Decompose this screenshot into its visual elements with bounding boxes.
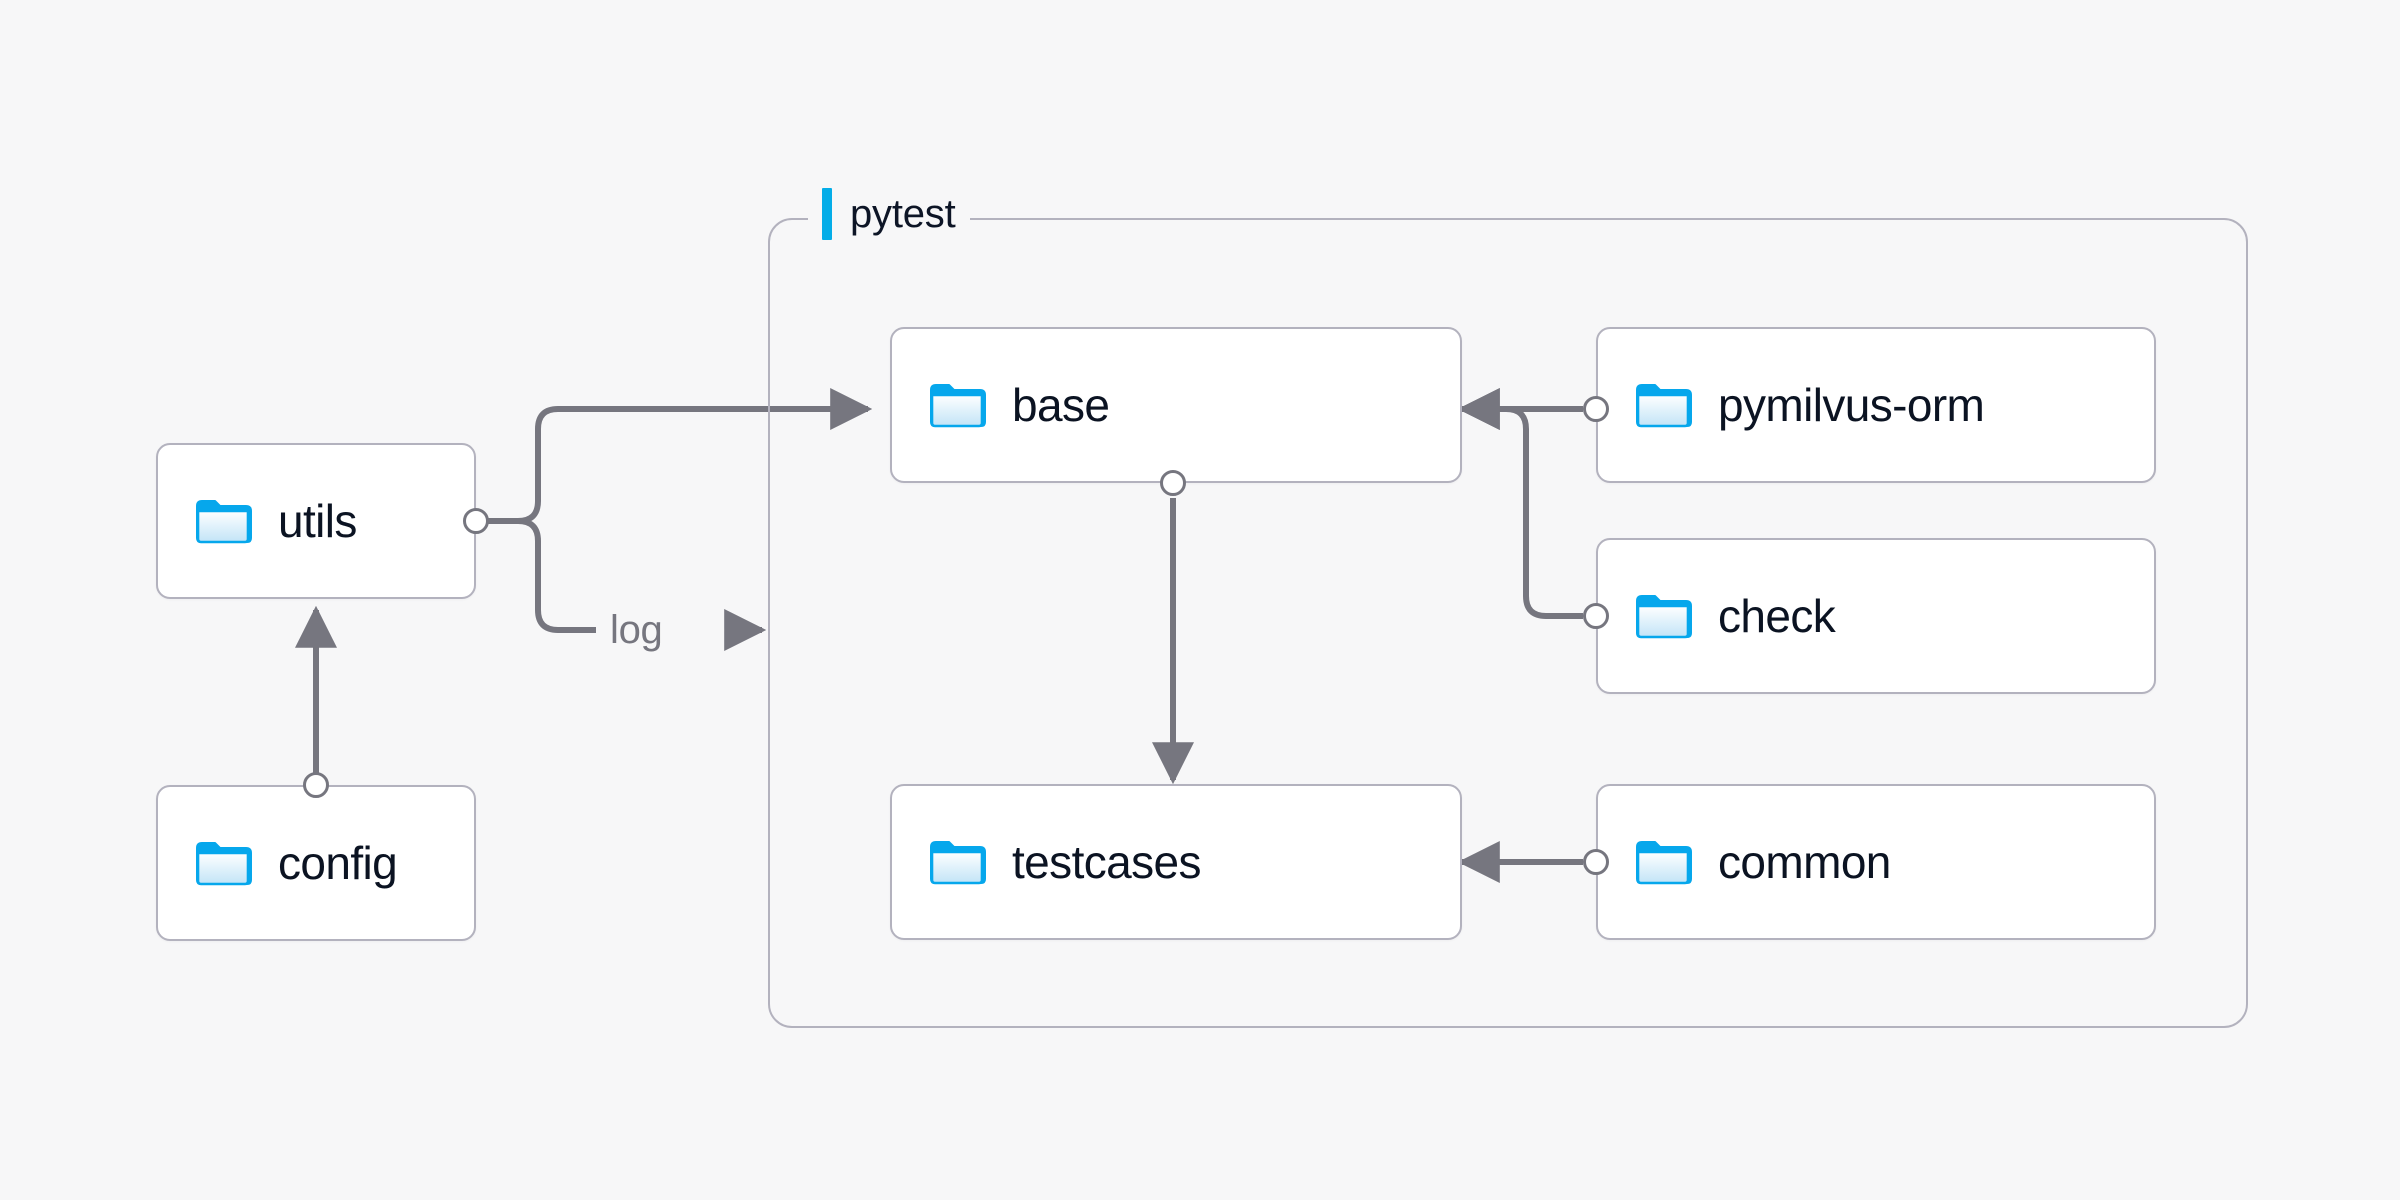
node-config[interactable]: config: [156, 785, 476, 941]
folder-icon: [196, 500, 252, 544]
node-pymilvus-orm[interactable]: pymilvus-orm: [1596, 327, 2156, 483]
node-check[interactable]: check: [1596, 538, 2156, 694]
port-pymilvus-orm-left[interactable]: [1583, 396, 1609, 422]
node-label: base: [1012, 379, 1110, 431]
edge-label-log: log: [600, 610, 673, 650]
node-common[interactable]: common: [1596, 784, 2156, 940]
node-label: testcases: [1012, 836, 1202, 888]
node-base[interactable]: base: [890, 327, 1462, 483]
port-common-left[interactable]: [1583, 849, 1609, 875]
group-title: pytest: [850, 191, 956, 236]
node-label: pymilvus-orm: [1718, 379, 1985, 431]
node-label: utils: [278, 495, 357, 547]
port-utils-right[interactable]: [463, 508, 489, 534]
port-config-top[interactable]: [303, 772, 329, 798]
folder-icon: [930, 841, 986, 885]
group-pytest[interactable]: [768, 218, 2248, 1028]
folder-icon: [196, 842, 252, 886]
port-check-left[interactable]: [1583, 603, 1609, 629]
group-accent-bar: [822, 188, 832, 240]
node-label: config: [278, 837, 398, 889]
node-testcases[interactable]: testcases: [890, 784, 1462, 940]
node-label: common: [1718, 836, 1891, 888]
edge-utils-to-log: [485, 518, 596, 633]
node-label: check: [1718, 590, 1836, 642]
node-utils[interactable]: utils: [156, 443, 476, 599]
folder-icon: [930, 384, 986, 428]
port-base-bottom[interactable]: [1160, 470, 1186, 496]
group-pytest-label: pytest: [808, 186, 970, 242]
folder-icon: [1636, 384, 1692, 428]
folder-icon: [1636, 841, 1692, 885]
folder-icon: [1636, 595, 1692, 639]
